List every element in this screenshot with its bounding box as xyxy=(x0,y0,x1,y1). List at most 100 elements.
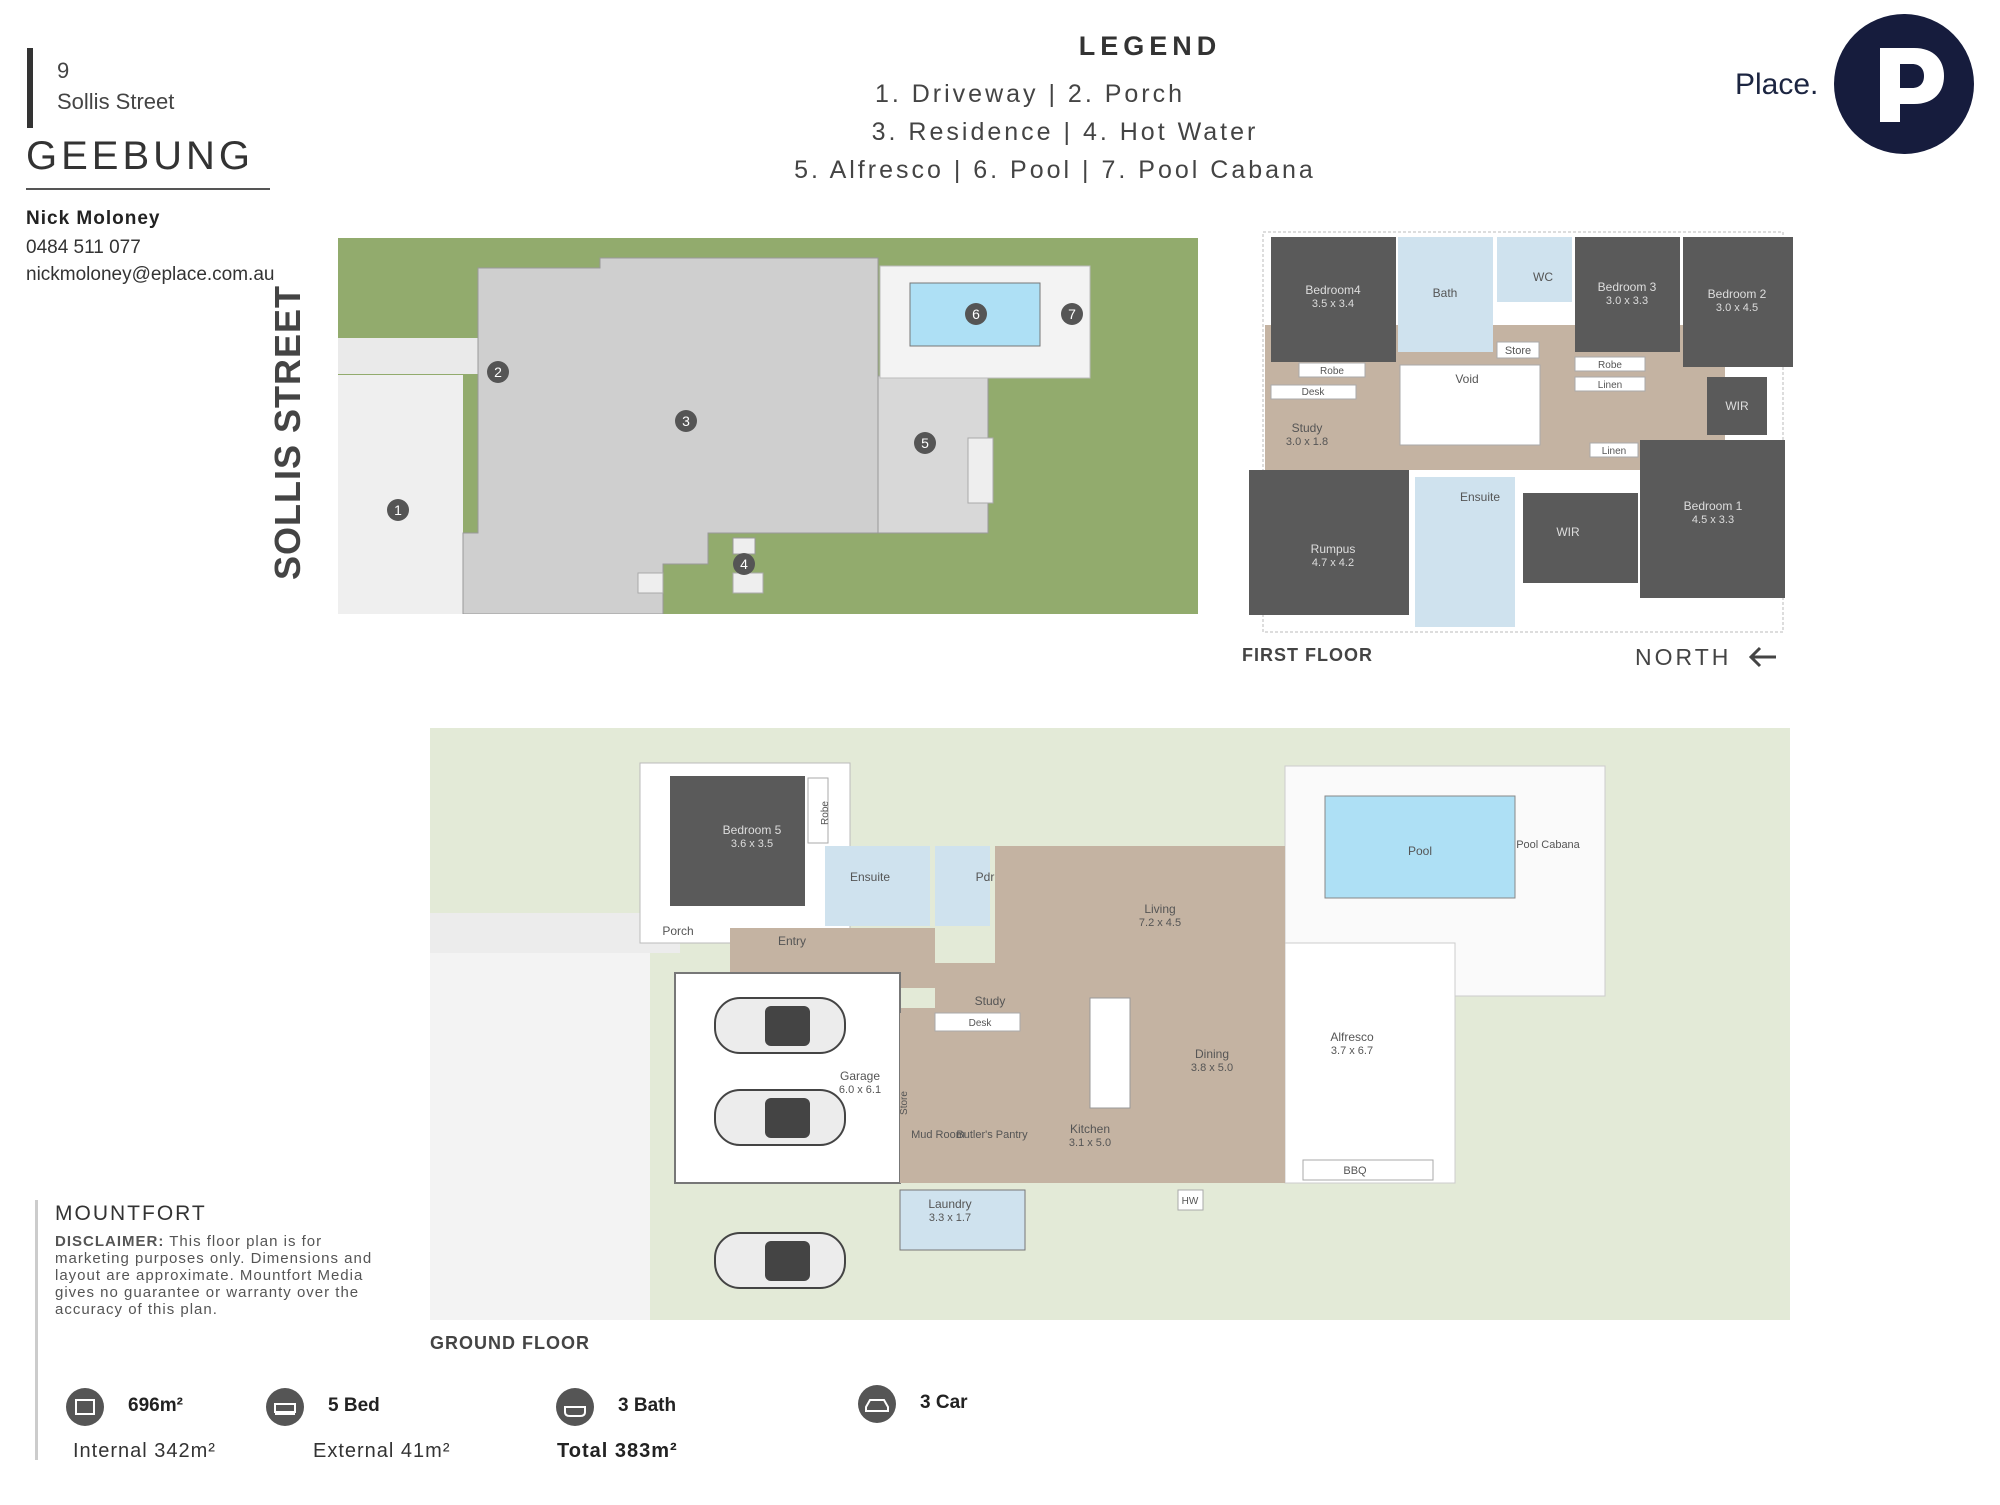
gf-bedroom5-label: Bedroom 5 xyxy=(723,823,782,837)
ff-wir1-label: WIR xyxy=(1556,525,1580,539)
address-number: 9 xyxy=(57,58,70,83)
north-label: NORTH xyxy=(1635,644,1732,670)
gf-pool xyxy=(1324,795,1516,899)
gf-bedroom5 xyxy=(670,776,805,906)
gf-pool-label: Pool xyxy=(1408,844,1432,858)
legend-line-1: 1. Driveway | 2. Porch xyxy=(874,80,1186,108)
agent-name: Nick Moloney xyxy=(26,208,161,229)
gf-living-label: Living xyxy=(1144,902,1175,916)
ff-bedroom4-label: Bedroom4 xyxy=(1305,283,1361,297)
site-marker-6: 6 xyxy=(965,303,987,325)
first-floor-label: FIRST FLOOR xyxy=(1242,645,1373,665)
total-area: Total 383m² xyxy=(557,1440,678,1462)
gf-driveway xyxy=(430,913,650,1320)
svg-text:1: 1 xyxy=(394,502,402,518)
north-arrow-icon xyxy=(1748,646,1776,668)
gf-dining-dim: 3.8 x 5.0 xyxy=(1191,1062,1233,1074)
site-plan: 1 2 3 4 5 6 7 xyxy=(338,238,1198,614)
gf-entry-label: Entry xyxy=(778,934,806,948)
gf-butlers-pantry xyxy=(955,1058,1005,1183)
ff-bedroom2-label: Bedroom 2 xyxy=(1708,287,1767,301)
ff-bedroom4-dim: 3.5 x 3.4 xyxy=(1312,298,1354,310)
path xyxy=(338,338,478,374)
disclaimer-block: DISCLAIMER: This floor plan is for marke… xyxy=(55,1233,375,1318)
disclaimer-heading: DISCLAIMER: xyxy=(55,1233,165,1250)
ff-wc-label: WC xyxy=(1533,270,1553,284)
internal-area: Internal 342m² xyxy=(73,1440,216,1462)
gf-pool-cabana-label: Pool Cabana xyxy=(1516,839,1580,851)
gf-alfresco xyxy=(1284,942,1456,1184)
first-floor-plan: Bedroom4 3.5 x 3.4 Bath WC Store Bedroom… xyxy=(1249,231,1793,633)
ff-void-label: Void xyxy=(1455,372,1478,386)
bath-icon xyxy=(556,1388,594,1426)
gf-mud-room-label: Mud Room xyxy=(911,1129,965,1141)
ff-study-label: Study xyxy=(1292,421,1323,435)
site-street-label: SOLLIS STREET xyxy=(267,285,308,580)
gf-mud-room xyxy=(900,1013,945,1183)
site-marker-1: 1 xyxy=(387,499,409,521)
disclaimer-company: MOUNTFORT xyxy=(55,1202,207,1225)
gf-pdr-label: Pdr xyxy=(976,870,995,884)
gf-alfresco-label: Alfresco xyxy=(1330,1030,1374,1044)
bed-count: 5 Bed xyxy=(328,1395,380,1416)
steps xyxy=(637,572,664,594)
gf-ensuite xyxy=(825,846,930,926)
car-1-icon xyxy=(714,997,846,1054)
site-street-label-wrap: SOLLIS STREET xyxy=(267,285,308,580)
gf-island xyxy=(1089,997,1131,1109)
svg-text:5: 5 xyxy=(921,435,929,451)
ff-ensuite xyxy=(1415,477,1515,627)
site-marker-4: 4 xyxy=(733,553,755,575)
agent-email[interactable]: nickmoloney@eplace.com.au xyxy=(26,264,275,285)
header-accent-bar xyxy=(27,48,33,128)
ff-bath-label: Bath xyxy=(1433,286,1458,300)
ff-wir2 xyxy=(1707,377,1767,435)
address-suburb: GEEBUNG xyxy=(26,134,255,178)
ff-store-label: Store xyxy=(1505,345,1531,357)
suburb-underline xyxy=(26,188,270,190)
driveway xyxy=(338,375,463,614)
ff-linen2-label: Linen xyxy=(1602,446,1626,457)
ff-bedroom2 xyxy=(1683,237,1793,367)
ff-bedroom2-dim: 3.0 x 4.5 xyxy=(1716,302,1758,314)
gf-bbq-label: BBQ xyxy=(1343,1165,1367,1177)
gf-store-label: Store xyxy=(899,1091,910,1115)
gf-laundry-dim: 3.3 x 1.7 xyxy=(929,1212,971,1224)
car-3-icon xyxy=(714,1232,846,1289)
gf-laundry-label: Laundry xyxy=(928,1197,971,1211)
ground-floor-plan: Bedroom 5 3.6 x 3.5 Robe Ensuite Pdr Por… xyxy=(430,728,1790,1320)
gf-hw-label: HW xyxy=(1182,1196,1199,1207)
ff-wir1 xyxy=(1523,493,1638,583)
site-marker-3: 3 xyxy=(675,410,697,432)
residence xyxy=(462,257,989,614)
agent-phone[interactable]: 0484 511 077 xyxy=(26,237,141,258)
svg-text:7: 7 xyxy=(1068,306,1076,322)
ff-bedroom3-dim: 3.0 x 3.3 xyxy=(1606,295,1648,307)
legend-title: LEGEND xyxy=(1078,31,1222,61)
ff-rumpus-dim: 4.7 x 4.2 xyxy=(1312,557,1354,569)
gf-robe-label: Robe xyxy=(820,801,831,825)
legend-line-3: 5. Alfresco | 6. Pool | 7. Pool Cabana xyxy=(794,156,1316,184)
ground-floor-label: GROUND FLOOR xyxy=(430,1333,590,1353)
ff-ensuite-label: Ensuite xyxy=(1460,490,1500,504)
ff-bedroom3 xyxy=(1575,237,1680,352)
steps-3 xyxy=(967,437,994,504)
svg-text:2: 2 xyxy=(494,364,502,380)
car-2-icon xyxy=(714,1089,846,1146)
gf-garage-label: Garage xyxy=(840,1069,880,1083)
ff-bedroom1-dim: 4.5 x 3.3 xyxy=(1692,514,1734,526)
external-area: External 41m² xyxy=(313,1440,451,1462)
ff-wir2-label: WIR xyxy=(1725,399,1749,413)
svg-text:3: 3 xyxy=(682,413,690,429)
bath-count: 3 Bath xyxy=(618,1395,677,1416)
ff-robe1-label: Robe xyxy=(1320,366,1344,377)
gf-study-label: Study xyxy=(975,994,1006,1008)
gf-kitchen-dim: 3.1 x 5.0 xyxy=(1069,1137,1111,1149)
gf-ensuite-label: Ensuite xyxy=(850,870,890,884)
legend-line-2: 3. Residence | 4. Hot Water xyxy=(871,118,1259,146)
land-area-icon xyxy=(66,1388,104,1426)
ff-bedroom1-label: Bedroom 1 xyxy=(1684,499,1743,513)
ff-bedroom3-label: Bedroom 3 xyxy=(1598,280,1657,294)
disclaimer-accent-bar xyxy=(35,1200,38,1460)
gf-porch-label: Porch xyxy=(662,924,693,938)
